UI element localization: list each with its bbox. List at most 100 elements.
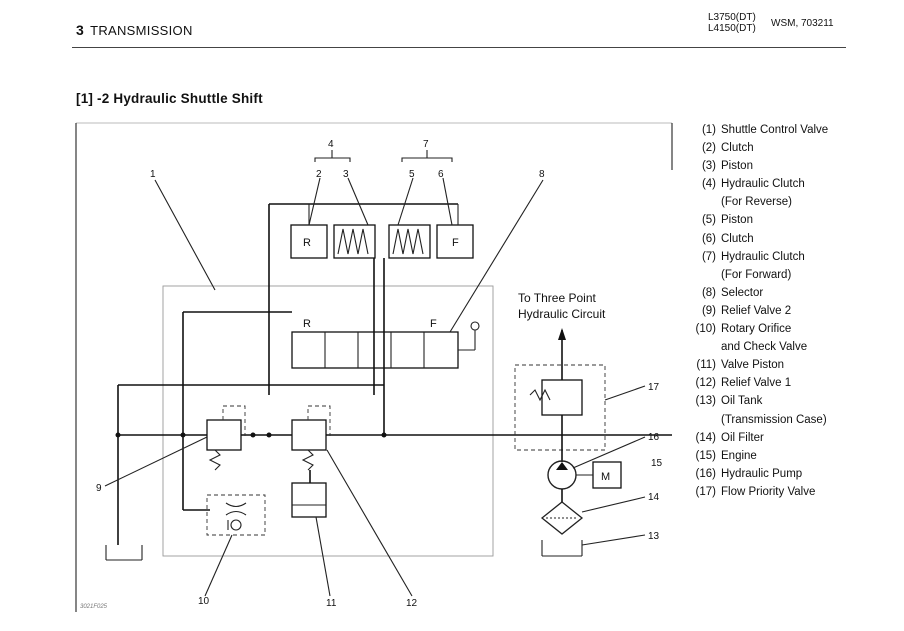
legend-item: (9) Relief Valve 2: [686, 302, 828, 320]
relief-valve-2: [206, 405, 246, 471]
figure-code: 3021F025: [80, 604, 108, 610]
pressure-lines: [105, 312, 672, 561]
valve-piston: [291, 470, 327, 518]
legend-number: (7): [701, 250, 716, 263]
section-title: TRANSMISSION: [90, 23, 193, 38]
legend-text: Rotary Orifice: [721, 323, 792, 336]
rotary-orifice-check-valve: [206, 494, 266, 536]
legend-text: Flow Priority Valve: [721, 485, 816, 498]
legend-text: Engine: [721, 449, 757, 462]
legend-item: (7) Hydraulic Clutch: [686, 248, 828, 266]
legend-text: Piston: [721, 160, 753, 173]
callout-7: 7: [423, 139, 429, 150]
legend-item: (4) Hydraulic Clutch: [686, 175, 828, 193]
legend-item: (10) Rotary Orifice: [686, 320, 828, 338]
legend-item: (6)Clutch: [686, 230, 828, 248]
legend-item: (16) Hydraulic Pump: [686, 465, 828, 483]
legend-number: (3): [701, 160, 716, 173]
legend-item: (12) Relief Valve 1: [686, 374, 828, 392]
callout-13: 13: [648, 531, 660, 542]
page-title: [1] -2 Hydraulic Shuttle Shift: [76, 91, 263, 106]
pump-section: M: [514, 328, 622, 557]
callout-16: 16: [648, 432, 660, 443]
legend-item: (11)Valve Piston: [686, 356, 828, 374]
legend-text: Hydraulic Pump: [721, 467, 803, 480]
legend-text: Clutch: [721, 142, 754, 155]
callout-8: 8: [539, 169, 545, 180]
legend-number: (12): [695, 377, 716, 390]
legend-number: (5): [701, 214, 716, 227]
section-number: 3: [76, 22, 85, 38]
legend-subtext: and Check Valve: [721, 341, 808, 354]
legend-item: (1) Shuttle Control Valve: [686, 121, 828, 139]
legend-number: (16): [695, 467, 716, 480]
legend-item: (14) Oil Filter: [686, 429, 828, 447]
legend-item: (13) Oil Tank: [686, 392, 828, 410]
callout-11: 11: [326, 598, 337, 609]
legend-text: Relief Valve 2: [721, 304, 792, 317]
spring-f: [392, 228, 424, 255]
legend-number: (11): [696, 359, 716, 372]
callout-17: 17: [648, 382, 660, 393]
callout-2: 2: [316, 169, 322, 180]
legend-number: (14): [695, 431, 716, 444]
callout-3: 3: [343, 169, 349, 180]
callout-10: 10: [198, 596, 210, 607]
legend-text: Selector: [721, 286, 764, 299]
clutch-f-label: F: [452, 237, 459, 249]
model-numbers: L3750(DT) L4150(DT): [708, 12, 756, 34]
callout-6: 6: [438, 169, 444, 180]
clutch-box-r: [290, 224, 328, 259]
legend-item: (8) Selector: [686, 284, 828, 302]
selector-f-label: F: [430, 318, 437, 330]
legend-number: (4): [701, 178, 716, 191]
legend-number: (10): [695, 323, 716, 336]
legend-item: (15) Engine: [686, 447, 828, 465]
callout-5: 5: [409, 169, 415, 180]
relief-valve-1: [291, 405, 331, 471]
legend-number: (2): [701, 142, 716, 155]
legend-number: (1): [701, 124, 716, 136]
legend-item: (5) Piston: [686, 211, 828, 229]
legend-text: Hydraulic Clutch: [721, 250, 805, 263]
callout-4: 4: [328, 139, 334, 150]
selector-valve: R F: [183, 258, 480, 435]
clutch-assembly: R F: [268, 203, 474, 395]
legend-item: (2) Clutch: [686, 139, 828, 157]
legend-number: (8): [701, 286, 716, 299]
callout-15: 15: [651, 458, 663, 469]
legend-number: (9): [701, 304, 716, 317]
callout-1: 1: [150, 169, 156, 180]
callout-labels: 1 2 3 4 5 6 7 8 9 10 11 12 13 14 15 16 1…: [96, 139, 663, 609]
legend-text: Oil Tank: [721, 395, 763, 408]
legend-number: (13): [695, 395, 716, 408]
callout-9: 9: [96, 483, 102, 494]
leader-lines: [104, 150, 646, 597]
callout-14: 14: [648, 492, 660, 503]
legend-text: Piston: [721, 214, 753, 227]
to-three-point-label: To Three Point Hydraulic Circuit: [518, 290, 605, 322]
legend-number: (17): [695, 485, 716, 498]
motor-label: M: [601, 471, 610, 483]
legend-number: (15): [695, 449, 716, 462]
legend-text: Oil Filter: [721, 431, 764, 444]
model-line-1: L3750(DT): [708, 12, 756, 23]
callout-12: 12: [406, 598, 418, 609]
selector-r-label: R: [303, 318, 311, 330]
legend-text: Clutch: [721, 232, 754, 245]
model-line-2: L4150(DT): [708, 23, 756, 34]
section-header: 3 TRANSMISSION: [76, 22, 193, 38]
legend-item: (3) Piston: [686, 157, 828, 175]
diagram-frame: [75, 122, 673, 612]
to-three-point-line-1: To Three Point: [518, 291, 596, 305]
legend-subtext: (For Forward): [721, 268, 792, 281]
legend-text: Hydraulic Clutch: [721, 178, 805, 191]
legend-subtext: (Transmission Case): [721, 413, 827, 426]
legend-item: (17) Flow Priority Valve: [686, 483, 828, 501]
header-divider: [72, 47, 846, 48]
spring-r: [337, 228, 369, 255]
legend-text: Relief Valve 1: [721, 377, 792, 390]
to-three-point-line-2: Hydraulic Circuit: [518, 307, 606, 321]
legend-text: Shuttle Control Valve: [721, 124, 829, 136]
